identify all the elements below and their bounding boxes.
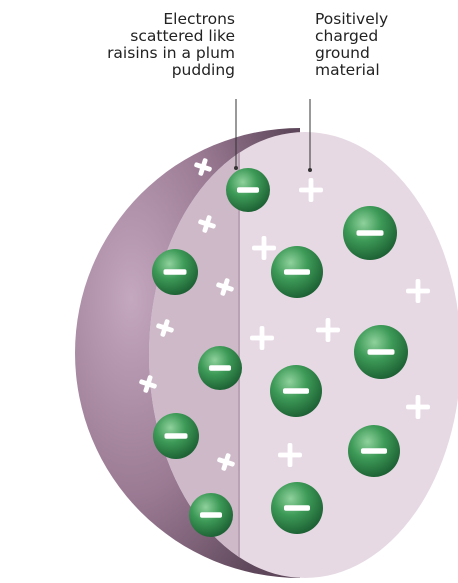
electron: [226, 168, 270, 212]
minus-sign: [283, 388, 309, 394]
minus-sign: [164, 269, 187, 275]
minus-sign: [209, 365, 231, 371]
minus-sign: [165, 433, 188, 439]
electrons-label: Electrons scattered like raisins in a pl…: [95, 11, 235, 79]
electron: [271, 246, 323, 298]
minus-sign: [357, 230, 384, 236]
ground-material-label: Positively charged ground material: [315, 11, 435, 79]
minus-sign: [368, 349, 395, 355]
electron: [198, 346, 242, 390]
minus-sign: [284, 505, 310, 511]
electron: [354, 325, 408, 379]
minus-sign: [361, 448, 387, 454]
electron: [343, 206, 397, 260]
electron: [189, 493, 233, 537]
leader-dot-electrons: [234, 166, 238, 170]
electron: [152, 249, 198, 295]
minus-sign: [237, 187, 259, 193]
leader-dot-ground: [308, 168, 312, 172]
electron: [348, 425, 400, 477]
electron: [271, 482, 323, 534]
electron: [270, 365, 322, 417]
minus-sign: [200, 512, 222, 518]
minus-sign: [284, 269, 310, 275]
electron: [153, 413, 199, 459]
